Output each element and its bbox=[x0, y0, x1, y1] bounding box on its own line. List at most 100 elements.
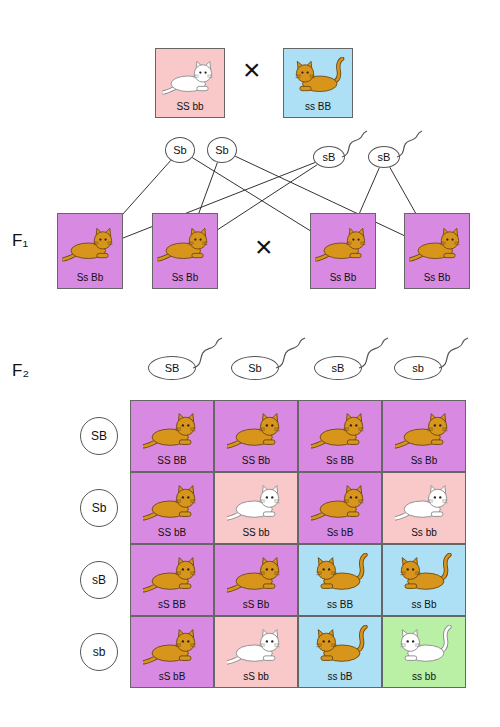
sperm-gamete: sB bbox=[313, 146, 345, 168]
connector-line bbox=[123, 160, 171, 214]
cat-illustration bbox=[311, 553, 369, 593]
genotype-text: Ss Bb bbox=[153, 272, 217, 283]
genotype-text: sS Bb bbox=[215, 599, 297, 610]
genotype-text: ss BB bbox=[299, 599, 381, 610]
cat-figure bbox=[228, 414, 280, 447]
egg-header: SB bbox=[80, 417, 118, 455]
cat-figure bbox=[163, 61, 212, 92]
cat-figure bbox=[63, 228, 112, 259]
genotype-text: ss bb bbox=[383, 671, 465, 682]
sperm-header: sB bbox=[314, 356, 362, 380]
genotype-text: SS Bb bbox=[215, 455, 297, 466]
genotype-text: Ss BB bbox=[299, 455, 381, 466]
cat-figure bbox=[396, 414, 448, 447]
cat-figure bbox=[228, 630, 280, 663]
cat-figure bbox=[400, 627, 449, 661]
punnett-cell: ss BB bbox=[298, 544, 382, 616]
cat-illustration bbox=[311, 409, 369, 449]
f1-offspring-box: Ss Bb bbox=[57, 213, 123, 289]
genotype-text: Ss Bb bbox=[405, 272, 469, 283]
sperm-tail bbox=[358, 337, 388, 371]
cat-illustration bbox=[311, 481, 369, 521]
sperm-gamete: sB bbox=[368, 146, 400, 168]
genotype-text: sS bB bbox=[131, 671, 213, 682]
sperm-tail bbox=[438, 337, 468, 371]
inheritance-line bbox=[360, 168, 380, 213]
cat-figure bbox=[410, 228, 459, 259]
cat-figure bbox=[228, 558, 280, 591]
cross-symbol: × bbox=[255, 232, 273, 262]
connector-line bbox=[390, 167, 416, 213]
generation-label: F₂ bbox=[12, 362, 29, 379]
gamete-allele-text: sB bbox=[378, 151, 391, 163]
genotype-text: ss bB bbox=[299, 671, 381, 682]
egg-header: sB bbox=[80, 561, 118, 599]
gamete-allele-text: sB bbox=[92, 574, 106, 586]
inheritance-line bbox=[199, 162, 218, 213]
punnett-cell: sS bb bbox=[214, 616, 298, 688]
punnett-cell: Ss bb bbox=[382, 472, 466, 544]
gamete-allele-text: SB bbox=[165, 362, 180, 374]
cat-figure bbox=[400, 555, 449, 589]
sperm-tail bbox=[275, 337, 305, 371]
genotype-text: SS BB bbox=[131, 455, 213, 466]
egg-gamete: Sb bbox=[207, 137, 237, 163]
sperm-tail-line bbox=[276, 338, 305, 368]
cat-illustration bbox=[227, 409, 285, 449]
cat-figure bbox=[228, 486, 280, 519]
gamete-allele-text: Sb bbox=[215, 144, 228, 156]
genotype-text: Ss bB bbox=[299, 527, 381, 538]
genotype-text: Ss Bb bbox=[383, 455, 465, 466]
genotype-text: sS BB bbox=[131, 599, 213, 610]
cat-illustration bbox=[395, 625, 453, 665]
cat-figure bbox=[316, 555, 365, 589]
genotype-text: ss BB bbox=[284, 101, 352, 112]
connector-line bbox=[199, 162, 218, 213]
sperm-header: SB bbox=[148, 356, 196, 380]
genotype-text: sS bb bbox=[215, 671, 297, 682]
cat-illustration bbox=[315, 224, 371, 262]
generation-label: F₁ bbox=[12, 232, 28, 249]
sperm-tail bbox=[396, 130, 422, 160]
sperm-tail-line bbox=[342, 131, 367, 157]
cat-figure bbox=[144, 486, 196, 519]
cat-illustration bbox=[62, 224, 118, 262]
punnett-cell: SS BB bbox=[130, 400, 214, 472]
gamete-allele-text: Sb bbox=[92, 502, 107, 514]
cat-figure bbox=[296, 59, 343, 92]
inheritance-line bbox=[390, 167, 416, 213]
cat-figure bbox=[158, 228, 207, 259]
cross-symbol: × bbox=[243, 55, 261, 85]
cat-illustration bbox=[143, 481, 201, 521]
sperm-tail-line bbox=[359, 338, 388, 368]
punnett-cell: ss bB bbox=[298, 616, 382, 688]
f1-offspring-box: Ss Bb bbox=[310, 213, 376, 289]
cat-figure bbox=[312, 414, 364, 447]
egg-gamete: Sb bbox=[165, 137, 195, 163]
cat-figure bbox=[144, 558, 196, 591]
connector-line bbox=[218, 165, 317, 230]
cat-figure bbox=[316, 228, 365, 259]
cat-illustration bbox=[143, 553, 201, 593]
punnett-cell: sS Bb bbox=[214, 544, 298, 616]
cat-illustration bbox=[227, 625, 285, 665]
cat-illustration bbox=[395, 553, 453, 593]
punnett-cell: ss bb bbox=[382, 616, 466, 688]
parent-box: SS bb bbox=[155, 48, 225, 118]
cat-figure bbox=[396, 486, 448, 519]
sperm-tail bbox=[192, 337, 222, 371]
parent-box: ss BB bbox=[283, 48, 353, 118]
punnett-cell: SS bb bbox=[214, 472, 298, 544]
gamete-allele-text: SB bbox=[91, 430, 107, 442]
punnett-cell: SS Bb bbox=[214, 400, 298, 472]
punnett-cell: SS bB bbox=[130, 472, 214, 544]
cat-illustration bbox=[143, 625, 201, 665]
sperm-tail-line bbox=[439, 338, 468, 368]
connector-line bbox=[360, 168, 380, 213]
cat-illustration bbox=[395, 481, 453, 521]
egg-header: Sb bbox=[80, 489, 118, 527]
gamete-allele-text: sb bbox=[93, 646, 106, 658]
inheritance-line bbox=[218, 165, 317, 230]
cat-illustration bbox=[143, 409, 201, 449]
